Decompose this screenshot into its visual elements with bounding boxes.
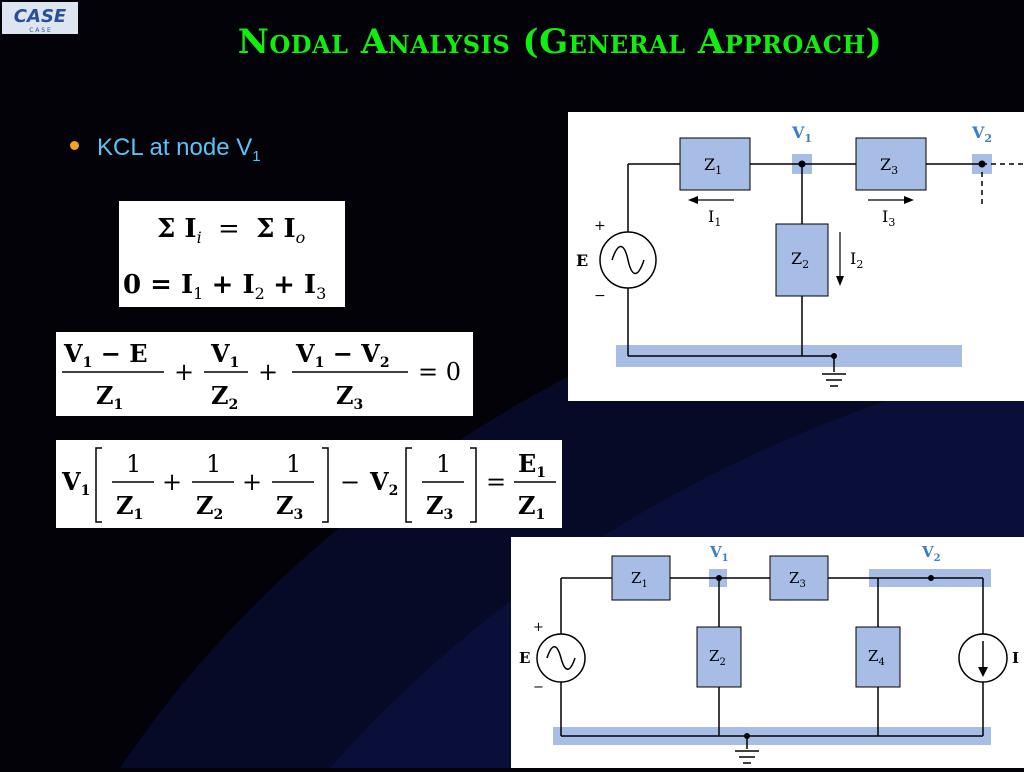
fraction-term-3: V1 − V2 Z3 (292, 339, 408, 413)
eq-sum-lhs: Σ Ii = Σ Io (157, 214, 305, 250)
z3-label: Z3 (789, 569, 806, 590)
plus-1: + (174, 358, 194, 386)
equation-fraction-box: V1 − E Z1 + V1 Z2 + V1 − V2 Z3 = 0 (56, 332, 473, 416)
z3-label: Z3 (880, 155, 898, 177)
bullet-kcl: KCL at node V1 (70, 134, 261, 165)
z2-label: Z2 (709, 647, 726, 668)
z1-label: Z1 (631, 569, 648, 590)
svg-text:−: − (340, 468, 360, 496)
slide-title: Nodal Analysis (General Approach) (237, 22, 883, 62)
node-v1-label: V1 (791, 123, 812, 145)
svg-text:V2: V2 (369, 467, 398, 499)
source-minus: − (594, 288, 606, 304)
svg-text:Z2: Z2 (211, 381, 238, 413)
logo-text: CASE (14, 6, 67, 27)
circuit-diagram-1: Z1 Z3 Z2 V1 V2 I1 I3 I2 E + − (568, 112, 1024, 401)
svg-text:Z3: Z3 (276, 491, 303, 523)
bullet-dot (70, 141, 79, 151)
fraction-term-2: V1 Z2 (204, 339, 248, 413)
node-v2-label: V2 (921, 543, 941, 564)
bracket-v1: V1 (61, 467, 90, 499)
z1-label: Z1 (704, 155, 722, 177)
logo-subtext: C A S E (29, 27, 51, 34)
circuit-diagram-2: Z1 Z3 Z2 Z4 V1 V2 E + − I (511, 537, 1024, 768)
svg-text:Z3: Z3 (336, 381, 363, 413)
svg-text:+: + (162, 468, 182, 496)
node-v2-label: V2 (971, 123, 992, 145)
source-e-label: E (576, 251, 588, 270)
z4-label: Z4 (868, 647, 885, 668)
svg-text:1: 1 (126, 450, 141, 478)
node-v1-label: V1 (709, 543, 729, 564)
svg-text:1: 1 (286, 450, 301, 478)
bullet-text: KCL at node V (97, 134, 253, 161)
case-logo: CASE C A S E (2, 2, 78, 34)
source-e-label: E (519, 649, 530, 667)
svg-text:Z1: Z1 (116, 491, 143, 523)
equals-zero: = 0 (418, 358, 461, 386)
svg-text:V1 − E: V1 − E (63, 339, 148, 371)
svg-text:V1 − V2: V1 − V2 (295, 339, 390, 371)
svg-text:+: + (242, 468, 262, 496)
svg-text:Z2: Z2 (196, 491, 223, 523)
i2-label: I2 (850, 249, 863, 271)
source-plus: + (594, 218, 606, 234)
z2-label: Z2 (791, 249, 809, 271)
bullet-subscript: 1 (252, 147, 261, 165)
equation-bracket-box: V1 1 Z1 + 1 Z2 + 1 Z3 − V2 1 Z3 = E1 Z1 (56, 440, 562, 528)
svg-text:Z3: Z3 (426, 491, 453, 523)
source-minus: − (533, 680, 544, 695)
source-plus: + (533, 620, 544, 635)
svg-text:Z1: Z1 (518, 491, 545, 523)
fraction-term-1: V1 − E Z1 (62, 339, 164, 413)
svg-text:E1: E1 (518, 449, 546, 481)
plus-2: + (258, 358, 278, 386)
svg-text:=: = (486, 468, 506, 496)
i3-label: I3 (882, 207, 895, 229)
svg-text:1: 1 (436, 450, 451, 478)
svg-text:V1: V1 (210, 339, 239, 371)
equation-kcl-box: Σ Ii = Σ Io 0 = I1 + I2 + I3 (119, 201, 345, 307)
i1-label: I1 (708, 207, 721, 229)
eq-zero-currents: 0 = I1 + I2 + I3 (123, 270, 326, 306)
current-source-label: I (1012, 649, 1019, 667)
svg-text:Z1: Z1 (96, 381, 123, 413)
svg-text:1: 1 (206, 450, 221, 478)
